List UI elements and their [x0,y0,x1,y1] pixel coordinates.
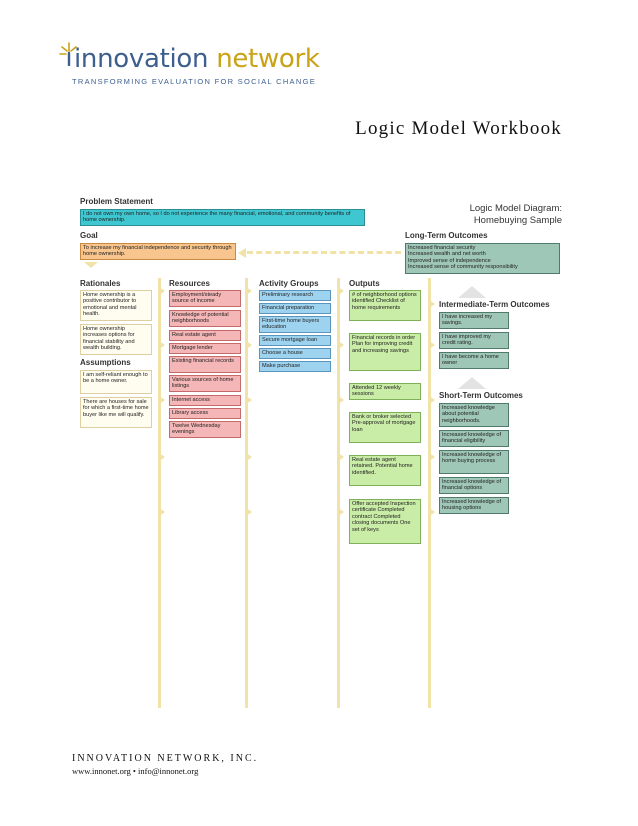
activity-box: First-time home buyers education [259,316,331,333]
resources-label: Resources [169,279,210,288]
flow-arrow-icon [245,286,252,296]
long-term-outcomes-label: Long-Term Outcomes [405,231,488,240]
intermediate-outcome-box: I have increased my savings. [439,312,509,329]
output-box: Attended 12 weekly sessions [349,383,421,400]
resource-box: Employment/steady source of income [169,290,241,307]
flow-arrow-icon [428,452,435,462]
column-divider [337,278,340,708]
rationale-box: Home ownership is a positive contributor… [80,290,152,321]
long-term-outcome-item: Improved sense of independence [408,257,491,264]
resource-box: Twelve Wednesday evenings [169,421,241,438]
flow-arrow-icon [245,507,252,517]
flow-arrow-icon [337,395,344,405]
activity-box: Make purchase [259,361,331,372]
logo-tagline: TRANSFORMING EVALUATION FOR SOCIAL CHANG… [72,77,317,86]
outputs-label: Outputs [349,279,380,288]
output-box: # of neighborhood options identified Che… [349,290,421,321]
short-term-outcome-box: Increased knowledge of housing options [439,497,509,514]
flow-arrow-icon [158,452,165,462]
resource-box: Library access [169,408,241,419]
diagram-title: Logic Model Diagram: Homebuying Sample [470,203,562,227]
flow-arrow-icon [245,340,252,350]
flow-arrow-icon [337,286,344,296]
flow-arrow-icon [428,299,435,309]
goal-box: To increase my financial independence an… [80,243,236,260]
problem-statement-box: I do not own my own home, so I do not ex… [80,209,365,226]
logo-star-icon [59,42,77,66]
activity-box: Financial preparation [259,303,331,314]
flow-arrow-icon [158,340,165,350]
activity-box: Preliminary research [259,290,331,301]
column-divider [158,278,161,708]
output-box: Bank or broker selected Pre-approval of … [349,412,421,443]
flow-arrow-icon [337,452,344,462]
activity-groups-label: Activity Groups [259,279,319,288]
long-term-outcomes-box: Increased financial security Increased w… [405,243,560,274]
output-box: Financial records in order Plan for impr… [349,333,421,371]
goal-down-arrow-icon [84,262,98,268]
goal-label: Goal [80,231,98,240]
activity-box: Choose a house [259,348,331,359]
resource-box: Knowledge of potential neighborhoods [169,310,241,327]
resource-box: Internet access [169,395,241,406]
short-term-outcome-box: Increased knowledge of home buying proce… [439,450,509,474]
footer-organization: INNOVATION NETWORK, INC. [72,753,259,764]
flow-arrow-icon [337,340,344,350]
long-term-outcome-item: Increased sense of community responsibil… [408,264,518,271]
short-term-outcome-box: Increased knowledge about potential neig… [439,403,509,427]
intermediate-outcome-box: I have improved my credit rating. [439,332,509,349]
flow-arrow-icon [337,507,344,517]
short-term-outcome-box: Increased knowledge of financial options [439,477,509,494]
flow-arrow-icon [245,395,252,405]
rationale-box: Home ownership increases options for fin… [80,324,152,355]
intermediate-outcomes-label: Intermediate-Term Outcomes [439,300,550,309]
flow-arrow-icon [158,395,165,405]
assumptions-label: Assumptions [80,358,131,367]
logo-wordmark: innovation network [74,44,320,74]
flow-arrow-icon [158,286,165,296]
flow-arrow-icon [245,452,252,462]
resource-box: Existing financial records [169,356,241,373]
dashed-arrow-head-icon [238,248,246,258]
long-term-outcome-item: Increased wealth and net worth [408,251,486,258]
output-box: Offer accepted Inspection certificate Co… [349,499,421,544]
logo-word-network: network [216,44,320,74]
diagram-title-line2: Homebuying Sample [473,215,562,226]
long-term-outcome-item: Increased financial security [408,245,476,251]
column-divider [245,278,248,708]
flow-arrow-icon [158,507,165,517]
flow-arrow-icon [428,507,435,517]
logo-word-innovation: innovation [74,44,209,74]
intermediate-outcome-box: I have become a home owner [439,352,509,369]
resource-box: Mortgage lender [169,343,241,354]
up-arrow-icon [458,286,486,298]
footer-contact: www.innonet.org • info@innonet.org [72,766,199,776]
assumption-box: There are houses for sale for which a fi… [80,397,152,428]
short-term-outcomes-label: Short-Term Outcomes [439,391,523,400]
resource-box: Various sources of home listings [169,375,241,392]
output-box: Real estate agent retained. Potential ho… [349,455,421,486]
column-divider [428,278,431,708]
flow-arrow-icon [428,340,435,350]
assumption-box: I am self-reliant enough to be a home ow… [80,370,152,394]
flow-arrow-icon [428,395,435,405]
short-term-outcome-box: Increased knowledge of financial eligibi… [439,430,509,447]
up-arrow-icon [458,377,486,389]
dashed-connector [247,251,401,254]
activity-box: Secure mortgage loan [259,335,331,346]
document-title: Logic Model Workbook [355,118,562,139]
rationales-label: Rationales [80,279,121,288]
diagram-title-line1: Logic Model Diagram: [469,203,562,214]
problem-statement-label: Problem Statement [80,197,153,206]
resource-box: Real estate agent [169,330,241,341]
